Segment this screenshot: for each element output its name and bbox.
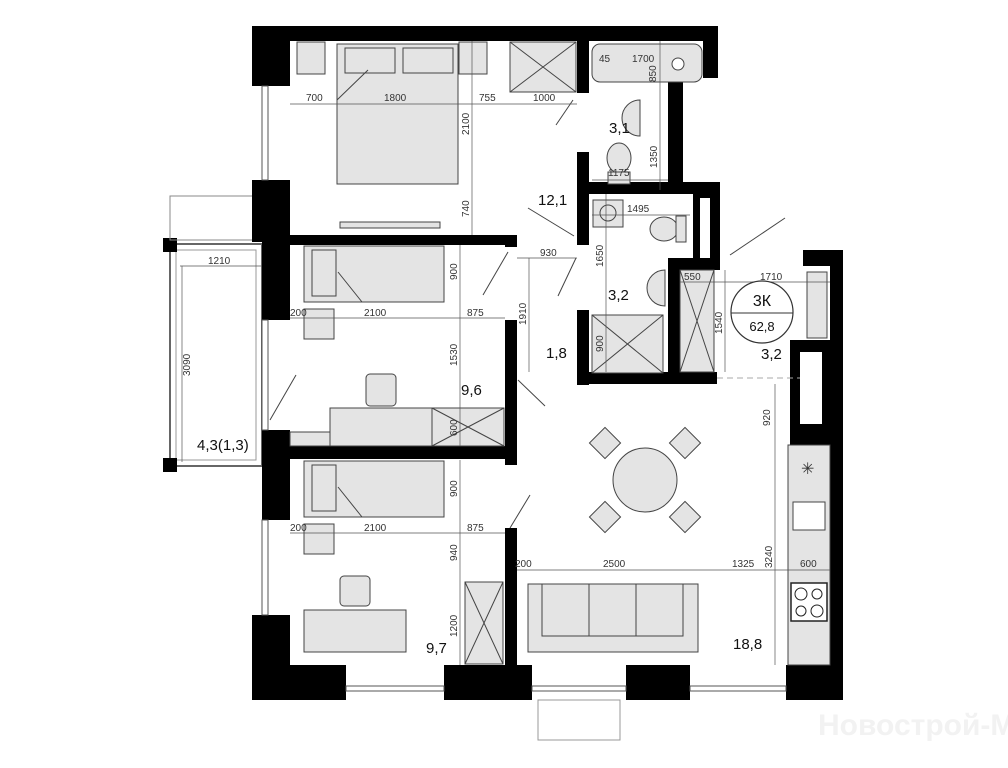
rooms-count: 3К <box>753 293 772 310</box>
dimension-label: 45 <box>599 54 611 65</box>
dimension-label: 1540 <box>714 311 725 334</box>
dimension-label: 1710 <box>760 272 783 283</box>
area-room-3: 9,7 <box>426 640 447 657</box>
dimension-label: 600 <box>800 559 817 570</box>
dimension-label: 940 <box>449 544 460 561</box>
door <box>517 379 546 407</box>
desk <box>329 407 433 447</box>
dimension-label: 200 <box>515 559 532 570</box>
nightstand <box>458 41 488 75</box>
dimension-label: 1650 <box>595 244 606 267</box>
dimension-label: 930 <box>540 248 557 259</box>
dimension-label: 920 <box>762 409 773 426</box>
area-bedroom: 12,1 <box>538 192 567 209</box>
total-area: 62,8 <box>749 319 774 334</box>
dimension-label: 3090 <box>182 353 193 376</box>
apartment-summary-badge: 3К 62,8 <box>730 280 794 344</box>
dimension-label: 900 <box>595 335 606 352</box>
kitchen-sink <box>792 501 826 531</box>
nightstand <box>296 41 326 75</box>
shelf <box>806 271 828 339</box>
door <box>729 217 786 256</box>
dimension-label: 900 <box>449 480 460 497</box>
sink <box>621 99 641 137</box>
dimension-label: 1700 <box>632 54 655 65</box>
chair <box>365 373 397 407</box>
window <box>261 85 269 181</box>
door <box>527 207 575 237</box>
dimension-label: 875 <box>467 523 484 534</box>
dimension-label: 1800 <box>384 93 407 104</box>
walls <box>252 26 843 700</box>
dimension-label: 200 <box>290 523 307 534</box>
area-room-2: 9,6 <box>461 382 482 399</box>
dimension-label: 600 <box>449 419 460 436</box>
dimension-label: 2100 <box>364 523 387 534</box>
dimension-label: 550 <box>684 272 701 283</box>
dimension-label: 1350 <box>649 145 660 168</box>
dimension-label: 1910 <box>518 302 529 325</box>
window <box>345 685 445 692</box>
watermark: Новострой-М <box>818 709 1008 742</box>
area-kitchen-living: 18,8 <box>733 636 762 653</box>
dimension-label: 755 <box>479 93 496 104</box>
window <box>261 519 269 616</box>
dimension-labels: 700 1800 755 1000 2100 740 45 1700 850 1… <box>182 54 817 637</box>
kitchen-counter <box>787 444 831 666</box>
water-heater <box>592 199 624 228</box>
balcony <box>163 195 263 472</box>
dining-table <box>612 447 678 513</box>
dimension-label: 700 <box>306 93 323 104</box>
window <box>531 685 627 692</box>
dimension-label: 2100 <box>364 308 387 319</box>
chair <box>588 500 622 534</box>
dimension-label: 2500 <box>603 559 626 570</box>
dimension-label: 1325 <box>732 559 755 570</box>
area-bathroom: 3,1 <box>609 120 630 137</box>
hob-extractor-icon: ✳ <box>801 461 814 478</box>
area-shower-room: 3,2 <box>608 287 629 304</box>
dimension-label: 1495 <box>627 204 650 215</box>
chair <box>668 500 702 534</box>
chair <box>339 575 371 607</box>
window <box>689 685 787 692</box>
door <box>509 494 531 529</box>
dimension-label: 1530 <box>449 343 460 366</box>
dimension-label: 2100 <box>461 112 472 135</box>
toilet <box>649 216 679 242</box>
furniture: ✳ <box>289 41 831 666</box>
door <box>482 251 509 296</box>
desk <box>303 609 407 653</box>
dimension-label: 900 <box>449 263 460 280</box>
window <box>261 319 269 431</box>
dimension-label: 1200 <box>449 614 460 637</box>
room-areas: 12,1 3,1 3,2 1,8 3,2 9,6 9,7 18,8 4,3(1,… <box>197 120 782 657</box>
chair <box>668 426 702 460</box>
dimension-label: 3240 <box>764 545 775 568</box>
dimension-label: 850 <box>648 65 659 82</box>
openings <box>261 85 800 741</box>
balcony-ledge <box>537 699 621 741</box>
dimension-label: 740 <box>461 200 472 217</box>
area-balcony: 4,3(1,3) <box>197 437 249 454</box>
door <box>269 374 297 421</box>
door <box>557 257 577 297</box>
dimension-label: 200 <box>290 308 307 319</box>
chair <box>588 426 622 460</box>
bathtub <box>591 43 703 83</box>
sink <box>646 269 666 307</box>
dimension-label: 1175 <box>608 168 630 179</box>
dimension-label: 875 <box>467 308 484 319</box>
area-entry: 3,2 <box>761 346 782 363</box>
dimension-label: 1210 <box>208 256 231 267</box>
dimension-lines <box>180 41 830 665</box>
area-hall: 1,8 <box>546 345 567 362</box>
dimension-label: 1000 <box>533 93 556 104</box>
